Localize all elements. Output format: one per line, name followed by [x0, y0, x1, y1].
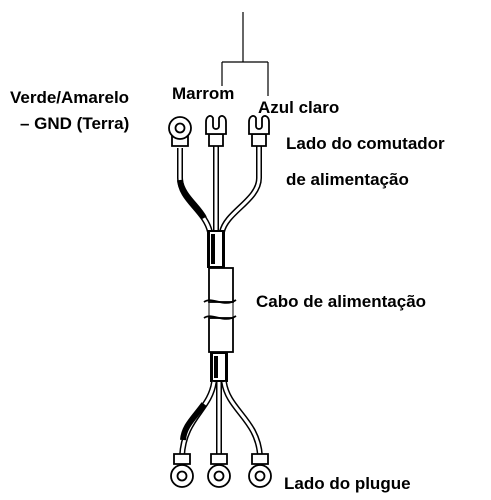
- cable-sleeve: [208, 267, 234, 353]
- upper-fork-terminal-blue: [248, 115, 270, 147]
- label-cabo-alimentacao: Cabo de alimentação: [256, 292, 427, 311]
- lower-ring-terminal-brown: [207, 453, 231, 488]
- lower-ring-terminal-ground: [170, 453, 194, 488]
- cable-jacket-lower: [210, 352, 228, 382]
- label-gnd-terra: – GND (Terra): [20, 114, 130, 133]
- label-de-alimentacao: de alimentação: [286, 170, 409, 189]
- wire-label-bracket: [221, 12, 269, 96]
- upper-ring-terminal-ground: [168, 116, 192, 147]
- lower-ground-wire: [179, 381, 217, 457]
- upper-ground-wire: [177, 148, 213, 233]
- cable-jacket-upper: [207, 230, 225, 268]
- label-lado-comutador: Lado do comutador: [286, 134, 445, 153]
- lower-blue-wire: [221, 381, 263, 457]
- upper-fork-terminal-brown: [205, 115, 227, 147]
- label-verde-amarelo: Verde/Amarelo: [10, 88, 130, 107]
- upper-blue-wire: [219, 146, 262, 233]
- label-lado-plugue: Lado do plugue: [284, 474, 411, 493]
- cable-break-mark: [203, 299, 237, 320]
- label-azul-claro: Azul claro: [258, 98, 340, 117]
- label-marrom: Marrom: [172, 84, 235, 103]
- lower-ring-terminal-blue: [248, 453, 272, 488]
